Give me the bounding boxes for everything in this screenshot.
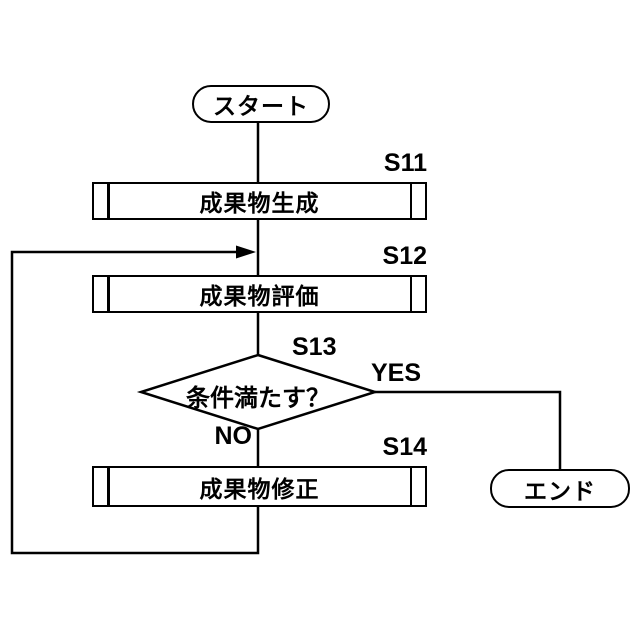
step-number-s13: S13 [292,333,337,361]
s12-label: 成果物評価 [199,283,320,309]
node-s12-predefined-process: 成果物評価 [92,275,427,313]
predefined-process-left-bar [107,184,110,218]
s11-label: 成果物生成 [199,190,320,216]
predefined-process-left-bar [107,468,110,505]
s14-label: 成果物修正 [199,475,320,502]
end-label: エンド [524,477,596,504]
edge-s13-yes-to-end [375,390,562,470]
decision-label: 条件満たす？ [186,385,330,412]
node-end-terminal: エンド [490,469,630,508]
branch-label-no: NO [214,422,253,450]
step-number-s11: S11 [383,149,427,177]
step-number-s12: S12 [382,242,427,270]
node-start-terminal: スタート [192,85,330,123]
start-label: スタート [213,93,309,119]
branch-label-yes: YES [371,359,422,387]
predefined-process-right-bar [409,277,412,311]
node-s11-predefined-process: 成果物生成 [92,182,427,220]
edge-s14-loopback [10,250,260,555]
step-number-s14: S14 [382,433,427,461]
node-s14-predefined-process: 成果物修正 [92,466,427,507]
decision-diamond-shape [136,353,380,431]
predefined-process-left-bar [107,277,110,311]
predefined-process-right-bar [409,184,412,218]
loopback-arrowhead-icon [236,245,256,259]
predefined-process-right-bar [409,468,412,505]
